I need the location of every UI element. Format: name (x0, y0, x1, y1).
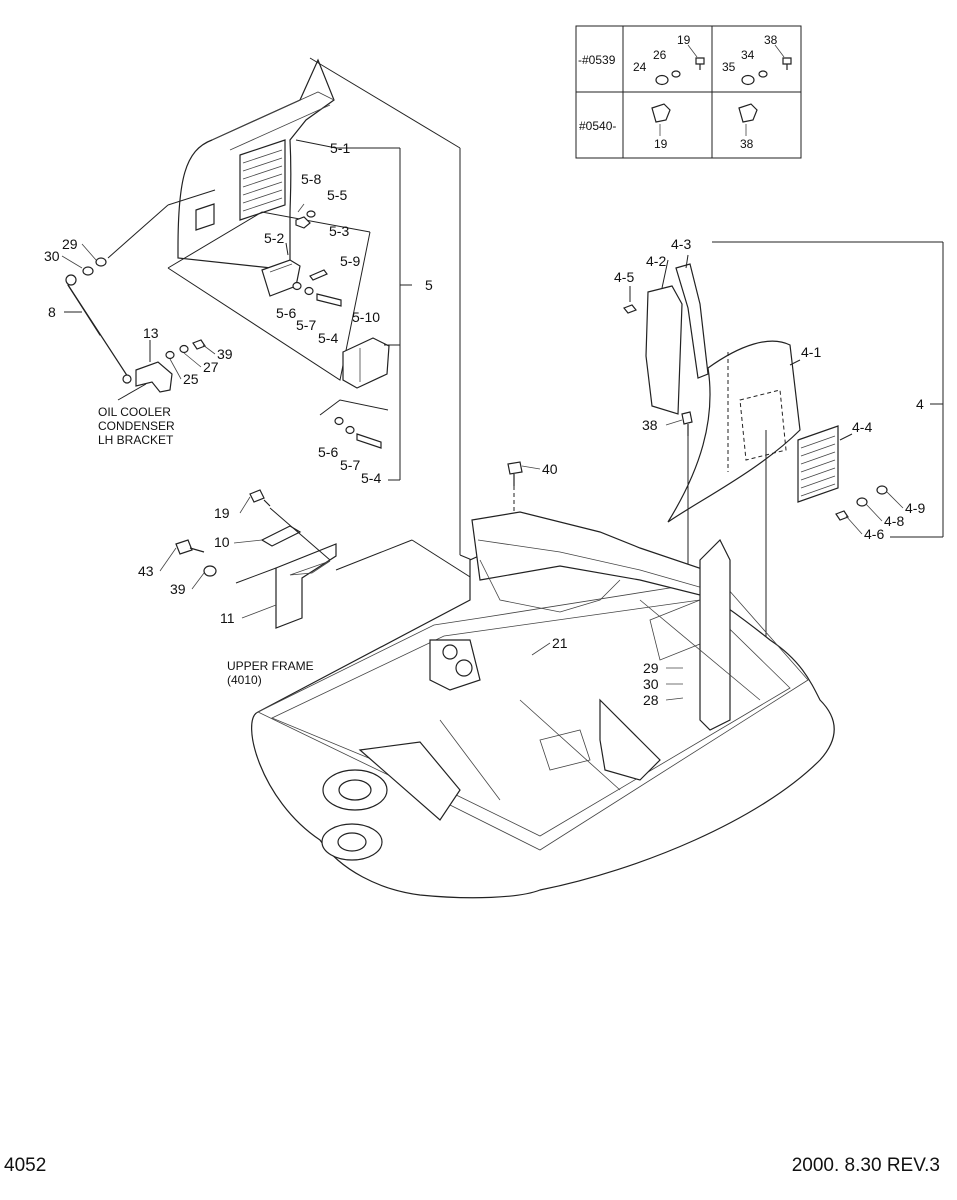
callout-28: 28 (643, 692, 659, 708)
callout-labels: 5-1 5-8 5-5 5-3 5-2 5-9 5 5-6 5-7 5-4 5-… (44, 140, 925, 708)
callout-11: 11 (220, 610, 235, 626)
plate-10 (260, 525, 302, 547)
callout-5-6-upper: 5-6 (276, 305, 296, 321)
table-callout-34: 34 (741, 48, 755, 62)
washer-icon (655, 74, 669, 86)
bracket-13 (135, 361, 173, 393)
callout-4-5: 4-5 (614, 269, 634, 285)
date-revision: 2000. 8.30 REV.3 (792, 1155, 940, 1176)
washer-icon (741, 74, 755, 86)
table-callout-38: 38 (764, 33, 778, 47)
callout-5-1: 5-1 (330, 140, 350, 156)
callout-5-10: 5-10 (352, 309, 380, 325)
table-callout-38b: 38 (740, 137, 754, 151)
table-callout-35: 35 (722, 60, 736, 74)
left-cover-assembly (65, 58, 390, 449)
table-callout-26: 26 (653, 48, 667, 62)
bolt-washer-assembly-icon (738, 103, 758, 123)
leader-lines-left (64, 57, 473, 561)
bolt-icon (782, 57, 792, 70)
callout-4-4: 4-4 (852, 419, 872, 435)
callout-4-9: 4-9 (905, 500, 925, 516)
table-callout-19: 19 (677, 33, 691, 47)
callout-5-2: 5-2 (264, 230, 284, 246)
right-cover-assembly (623, 263, 888, 523)
callout-4-3: 4-3 (671, 236, 691, 252)
serial-number-table: -#0539 #0540- 19 26 24 38 34 35 19 38 (575, 25, 802, 159)
strip-4-3 (675, 263, 709, 379)
gas-spring-8 (65, 274, 132, 384)
callout-5-8: 5-8 (301, 171, 321, 187)
callout-38: 38 (642, 417, 658, 433)
frame-note-line-2: (4010) (227, 673, 262, 687)
callout-39-lower: 39 (170, 581, 186, 597)
callout-29-left: 29 (62, 236, 78, 252)
callout-5: 5 (425, 277, 433, 293)
callout-30-lower: 30 (643, 676, 659, 692)
table-callout-24: 24 (633, 60, 647, 74)
bracket-5-10 (342, 337, 390, 389)
panel-4-2 (645, 285, 683, 415)
callout-5-5: 5-5 (327, 187, 347, 203)
callout-5-7-upper: 5-7 (296, 317, 316, 333)
callout-21: 21 (552, 635, 568, 651)
bolt-icon (695, 57, 705, 70)
hinge-bracket (195, 203, 215, 231)
callout-5-3: 5-3 (329, 223, 349, 239)
callout-5-4-lower: 5-4 (361, 470, 381, 486)
callout-29-lower: 29 (643, 660, 659, 676)
callout-30-left: 30 (44, 248, 60, 264)
serial-row-2-label: #0540- (579, 119, 616, 133)
callout-13: 13 (143, 325, 159, 341)
bracket-note-line-2: CONDENSER (98, 419, 175, 433)
bracket-note-line-3: LH BRACKET (98, 433, 174, 447)
callout-4-1: 4-1 (801, 344, 821, 360)
callout-leaders (61, 243, 904, 701)
callout-8: 8 (48, 304, 56, 320)
frame-note-line-1: UPPER FRAME (227, 659, 314, 673)
callout-19: 19 (214, 505, 230, 521)
callout-4: 4 (916, 396, 924, 412)
callout-4-8: 4-8 (884, 513, 904, 529)
callout-5-9: 5-9 (340, 253, 360, 269)
callout-4-2: 4-2 (646, 253, 666, 269)
table-callout-19b: 19 (654, 137, 668, 151)
bracket-11 (275, 543, 337, 629)
callout-40: 40 (542, 461, 558, 477)
cover-4-1 (667, 340, 801, 523)
callout-5-4-upper: 5-4 (318, 330, 338, 346)
upper-frame (251, 511, 835, 899)
grille-4-4 (797, 425, 839, 503)
callout-43: 43 (138, 563, 154, 579)
callout-27: 27 (203, 359, 219, 375)
latch-5-2 (261, 259, 301, 297)
washer-icon (671, 70, 681, 78)
bracket-note-line-1: OIL COOLER (98, 405, 171, 419)
louver-grille (239, 139, 286, 221)
callout-39-upper: 39 (217, 346, 233, 362)
callout-25: 25 (183, 371, 199, 387)
callout-4-6: 4-6 (864, 526, 884, 542)
page-number: 4052 (4, 1155, 46, 1176)
serial-row-1-label: -#0539 (578, 53, 616, 67)
callout-10: 10 (214, 534, 230, 550)
callout-5-6-lower: 5-6 (318, 444, 338, 460)
bolt-washer-assembly-icon (651, 103, 671, 123)
washer-icon (758, 70, 768, 78)
callout-5-7-lower: 5-7 (340, 457, 360, 473)
